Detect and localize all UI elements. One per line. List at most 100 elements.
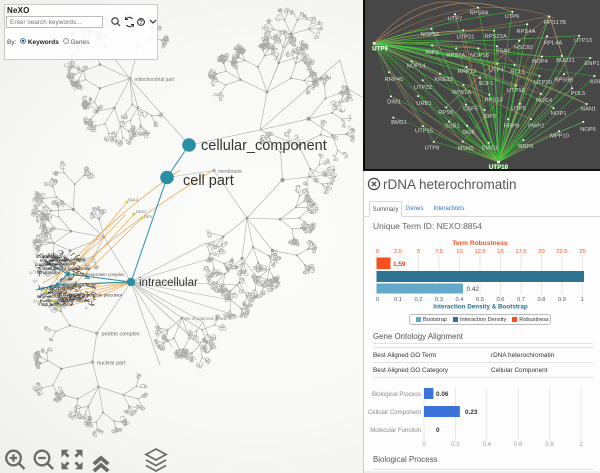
svg-text:small subunit processome: small subunit processome bbox=[42, 266, 91, 271]
svg-text:0.8: 0.8 bbox=[537, 297, 545, 303]
svg-text:HSC82: HSC82 bbox=[514, 45, 533, 51]
svg-text:12.5: 12.5 bbox=[474, 249, 485, 255]
svg-text:UTP10: UTP10 bbox=[489, 165, 509, 169]
svg-text:BUD21: BUD21 bbox=[556, 58, 575, 64]
svg-text:Interaction Density & Bootstra: Interaction Density & Bootstrap bbox=[433, 304, 528, 311]
svg-text:NOP56: NOP56 bbox=[420, 32, 439, 38]
svg-text:RPS5: RPS5 bbox=[438, 110, 453, 116]
svg-text:Biological Process: Biological Process bbox=[372, 392, 421, 398]
svg-text:7.5: 7.5 bbox=[435, 249, 443, 255]
svg-text:NOP14: NOP14 bbox=[406, 64, 426, 70]
svg-text:UTP15: UTP15 bbox=[415, 128, 433, 134]
svg-text:KRE33: KRE33 bbox=[434, 77, 452, 83]
svg-text:UTP13: UTP13 bbox=[574, 38, 592, 44]
svg-text:90S preribosome: 90S preribosome bbox=[41, 302, 74, 307]
svg-text:0.3: 0.3 bbox=[435, 297, 443, 303]
svg-text:preribosome large: preribosome large bbox=[35, 262, 69, 267]
svg-text:NAN1: NAN1 bbox=[581, 107, 596, 113]
svg-text:PWP2: PWP2 bbox=[528, 124, 544, 130]
svg-text:UTP4: UTP4 bbox=[489, 68, 505, 74]
svg-text:CBF5: CBF5 bbox=[463, 107, 478, 113]
svg-text:RPS22A: RPS22A bbox=[485, 34, 507, 40]
svg-text:20: 20 bbox=[538, 249, 544, 255]
svg-text:UTP21: UTP21 bbox=[456, 35, 474, 41]
svg-text:ribosomal subunit: ribosomal subunit bbox=[62, 282, 97, 287]
svg-text:0.2: 0.2 bbox=[451, 442, 460, 448]
svg-text:25: 25 bbox=[579, 249, 585, 255]
svg-text:Cellular Component: Cellular Component bbox=[368, 410, 421, 416]
svg-text:0.6: 0.6 bbox=[496, 297, 504, 303]
svg-text:nucleolar complex: nucleolar complex bbox=[52, 257, 87, 262]
svg-text:22.5: 22.5 bbox=[556, 249, 567, 255]
svg-text:SSB1: SSB1 bbox=[445, 124, 460, 130]
svg-text:RRP45: RRP45 bbox=[385, 77, 404, 83]
svg-text:0.6: 0.6 bbox=[514, 442, 523, 448]
svg-text:UTP6: UTP6 bbox=[505, 14, 520, 20]
svg-text:1: 1 bbox=[579, 442, 583, 448]
svg-text:UTP9: UTP9 bbox=[372, 46, 388, 52]
svg-text:0: 0 bbox=[376, 249, 379, 255]
svg-text:NOP6: NOP6 bbox=[580, 127, 596, 133]
svg-text:ribonucleoprotein complex: ribonucleoprotein complex bbox=[73, 272, 125, 277]
svg-text:RPS13: RPS13 bbox=[485, 97, 503, 103]
svg-text:SKI6: SKI6 bbox=[462, 130, 475, 136]
svg-text:EMG1: EMG1 bbox=[482, 145, 498, 151]
svg-text:RPS9B: RPS9B bbox=[554, 78, 573, 84]
svg-text:NOP1: NOP1 bbox=[551, 111, 567, 117]
svg-text:POL5: POL5 bbox=[571, 91, 586, 97]
svg-text:UTP5: UTP5 bbox=[511, 106, 526, 112]
svg-text:snoRNA binding: snoRNA binding bbox=[36, 254, 67, 259]
svg-text:IMP3: IMP3 bbox=[425, 50, 439, 56]
svg-text:UTP8: UTP8 bbox=[424, 145, 439, 151]
svg-text:cytosolic ribosome: cytosolic ribosome bbox=[39, 286, 74, 291]
svg-text:protein complex: protein complex bbox=[102, 332, 140, 338]
svg-text:KRR1: KRR1 bbox=[590, 80, 600, 86]
svg-text:preribosome: preribosome bbox=[44, 290, 68, 295]
svg-text:DF3: DF3 bbox=[144, 214, 152, 219]
svg-text:0.8: 0.8 bbox=[545, 442, 554, 448]
svg-text:UTP20: UTP20 bbox=[534, 80, 552, 86]
svg-text:RPS8A: RPS8A bbox=[469, 10, 488, 16]
svg-text:0.23: 0.23 bbox=[465, 409, 478, 416]
svg-text:mitochondrial part: mitochondrial part bbox=[135, 77, 175, 83]
svg-text:15: 15 bbox=[497, 249, 503, 255]
svg-text:0.06: 0.06 bbox=[436, 391, 449, 398]
svg-text:10: 10 bbox=[456, 249, 462, 255]
svg-text:cellular_component: cellular_component bbox=[201, 138, 327, 154]
svg-text:1: 1 bbox=[581, 297, 584, 303]
svg-text:RRP9: RRP9 bbox=[504, 124, 519, 130]
svg-text:90S preribosome: 90S preribosome bbox=[40, 258, 73, 263]
svg-text:SSA1: SSA1 bbox=[496, 49, 511, 55]
svg-text:site of polarized growth: site of polarized growth bbox=[184, 316, 228, 321]
svg-text:0.5: 0.5 bbox=[476, 297, 484, 303]
svg-text:DIP2: DIP2 bbox=[483, 114, 496, 120]
svg-text:0.42: 0.42 bbox=[467, 286, 480, 293]
svg-text:0.4: 0.4 bbox=[483, 442, 492, 448]
svg-text:NOP58: NOP58 bbox=[470, 53, 489, 59]
svg-text:1.59: 1.59 bbox=[393, 261, 406, 268]
svg-text:0: 0 bbox=[376, 297, 379, 303]
svg-text:UTP7: UTP7 bbox=[448, 17, 463, 23]
svg-text:SOF1: SOF1 bbox=[478, 81, 493, 87]
svg-text:RPS4A: RPS4A bbox=[516, 29, 535, 35]
svg-text:0: 0 bbox=[436, 427, 440, 434]
svg-text:DIM1: DIM1 bbox=[387, 100, 401, 106]
svg-text:membrane: membrane bbox=[218, 169, 242, 175]
svg-text:UTP10: UTP10 bbox=[489, 165, 509, 169]
svg-text:BMS1: BMS1 bbox=[391, 120, 407, 126]
svg-text:?: ? bbox=[139, 20, 143, 26]
svg-text:cell part: cell part bbox=[183, 173, 234, 189]
svg-text:0.4: 0.4 bbox=[455, 297, 464, 303]
svg-text:NOC4: NOC4 bbox=[536, 98, 553, 104]
svg-text:0.9: 0.9 bbox=[558, 297, 566, 303]
svg-text:Molecular Function: Molecular Function bbox=[370, 428, 421, 434]
svg-text:small ribosomal: small ribosomal bbox=[52, 292, 81, 297]
svg-text:tRNA methyl: tRNA methyl bbox=[37, 270, 60, 275]
svg-text:RRP6: RRP6 bbox=[518, 144, 533, 150]
svg-text:ribonucleoprotein: ribonucleoprotein bbox=[49, 284, 82, 289]
svg-text:2.5: 2.5 bbox=[394, 249, 402, 255]
svg-text:UTP9: UTP9 bbox=[372, 46, 388, 52]
svg-text:MSN5: MSN5 bbox=[457, 146, 473, 152]
svg-text:Term Robustness: Term Robustness bbox=[452, 240, 508, 247]
svg-text:NOP4: NOP4 bbox=[532, 59, 549, 65]
